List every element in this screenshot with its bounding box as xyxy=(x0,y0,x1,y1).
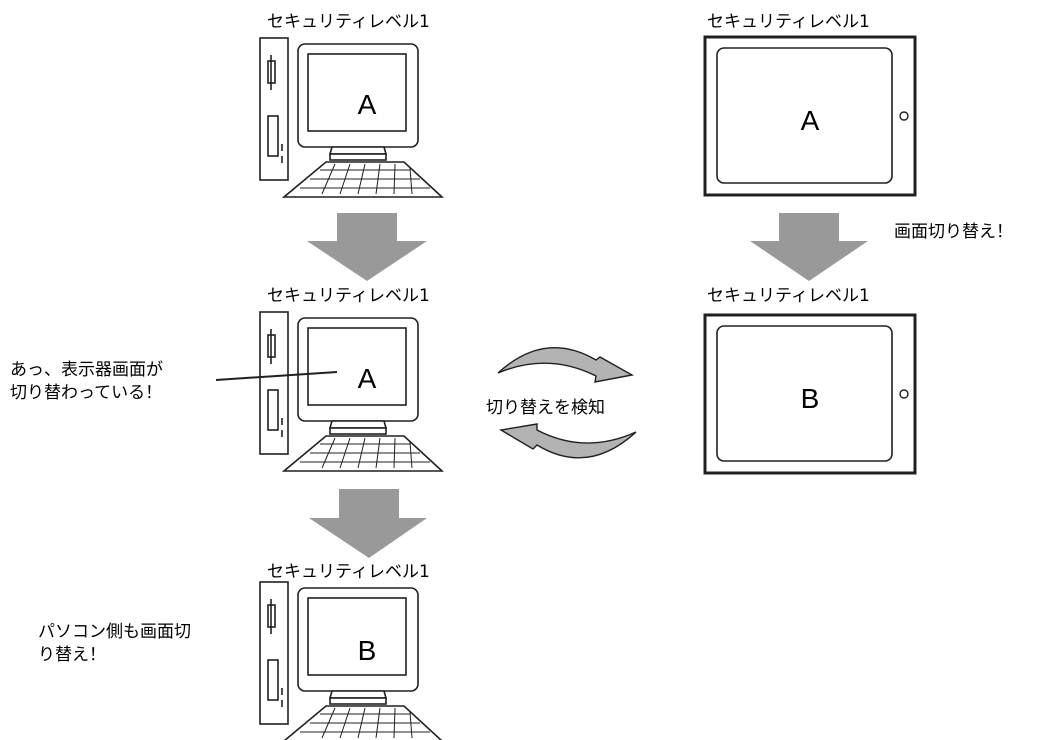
down-arrow-panel xyxy=(750,213,868,281)
pc-notice-line2: 切り替わっている！ xyxy=(10,383,163,403)
down-arrow-pc-top xyxy=(307,213,427,281)
pc-notice-note: あっ、表示器画面が 切り替わっている！ xyxy=(10,359,163,405)
pc-mid-illustration xyxy=(259,311,443,472)
sync-arrow-bottom xyxy=(498,423,637,459)
pc-switch-line2: り替え！ xyxy=(38,645,106,665)
panel-top-screen-letter: A xyxy=(801,105,820,136)
pc-top-screen-letter: A xyxy=(358,89,377,120)
panel-bottom-security-label: セキュリティレベル1 xyxy=(707,286,870,306)
pc-bottom-illustration xyxy=(259,581,443,740)
pc-mid-security-label: セキュリティレベル1 xyxy=(267,286,430,306)
panel-top-security-label: セキュリティレベル1 xyxy=(707,12,870,32)
sync-arrow-top xyxy=(497,347,635,383)
down-arrow-pc-mid xyxy=(309,489,427,558)
pc-switch-note: パソコン側も画面切 り替え！ xyxy=(38,621,191,667)
pc-notice-line1: あっ、表示器画面が xyxy=(10,360,163,380)
pc-bottom-security-label: セキュリティレベル1 xyxy=(267,562,430,582)
pc-top-illustration xyxy=(259,37,443,198)
panel-bottom-screen-letter: B xyxy=(801,383,820,414)
panel-switch-note: 画面切り替え！ xyxy=(894,222,1013,242)
pc-top-security-label: セキュリティレベル1 xyxy=(267,12,430,32)
pc-mid-screen-letter: A xyxy=(358,363,377,394)
annotation-pointer-line xyxy=(215,371,338,381)
detect-switch-label: 切り替えを検知 xyxy=(486,398,605,418)
pc-switch-line1: パソコン側も画面切 xyxy=(38,622,191,642)
pc-bottom-screen-letter: B xyxy=(358,635,377,666)
